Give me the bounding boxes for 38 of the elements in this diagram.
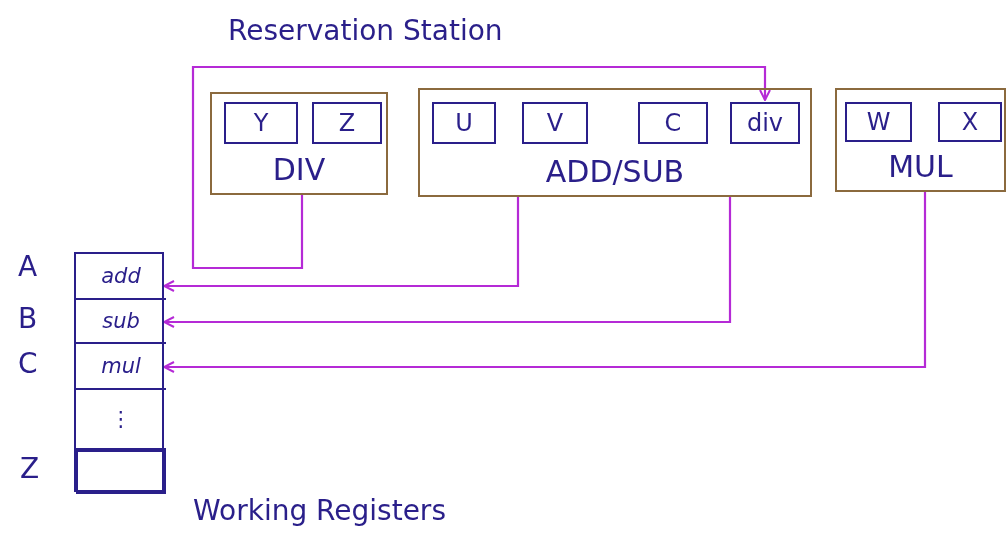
- tag-box: [522, 102, 588, 144]
- arrow: [163, 197, 732, 328]
- unit-label: MUL: [887, 149, 954, 184]
- tag-box: [938, 102, 1002, 142]
- tag-box: [845, 102, 912, 142]
- register-entry-text: ⋮: [110, 407, 132, 431]
- tag-box: [432, 102, 496, 144]
- functional-unit-box: [418, 88, 812, 197]
- register-entry-text: Y: [253, 109, 269, 137]
- empty-register-cell: [76, 450, 166, 494]
- functional-unit-box: [835, 88, 1006, 192]
- register-name: B: [18, 302, 38, 335]
- register-name: A: [18, 250, 38, 283]
- register-name: C: [18, 347, 38, 380]
- tag-box: [224, 102, 298, 144]
- diagram-title: Reservation Station: [228, 14, 503, 47]
- arrow: [191, 65, 771, 270]
- register-file-label: Working Registers: [193, 494, 446, 527]
- unit-label: DIV: [271, 152, 327, 187]
- arrow: [163, 197, 520, 292]
- register-file: [74, 252, 164, 492]
- register-entry-text: W: [866, 108, 891, 136]
- register-entry-text: C: [664, 109, 682, 137]
- register-name: Z: [20, 452, 40, 485]
- register-entry-text: Z: [338, 109, 356, 137]
- register-entry-text: add: [101, 264, 141, 288]
- register-entry-text: U: [455, 109, 473, 137]
- functional-unit-box: [210, 92, 388, 195]
- tag-box: [312, 102, 382, 144]
- tag-box: [730, 102, 800, 144]
- register-entry-text: mul: [101, 354, 141, 378]
- register-entry-text: div: [746, 109, 784, 137]
- register-entry-text: V: [546, 109, 564, 137]
- register-entry-text: X: [961, 108, 979, 136]
- arrow: [163, 192, 927, 373]
- tag-box: [638, 102, 708, 144]
- unit-label: ADD/SUB: [544, 154, 686, 189]
- register-entry-text: sub: [102, 309, 140, 333]
